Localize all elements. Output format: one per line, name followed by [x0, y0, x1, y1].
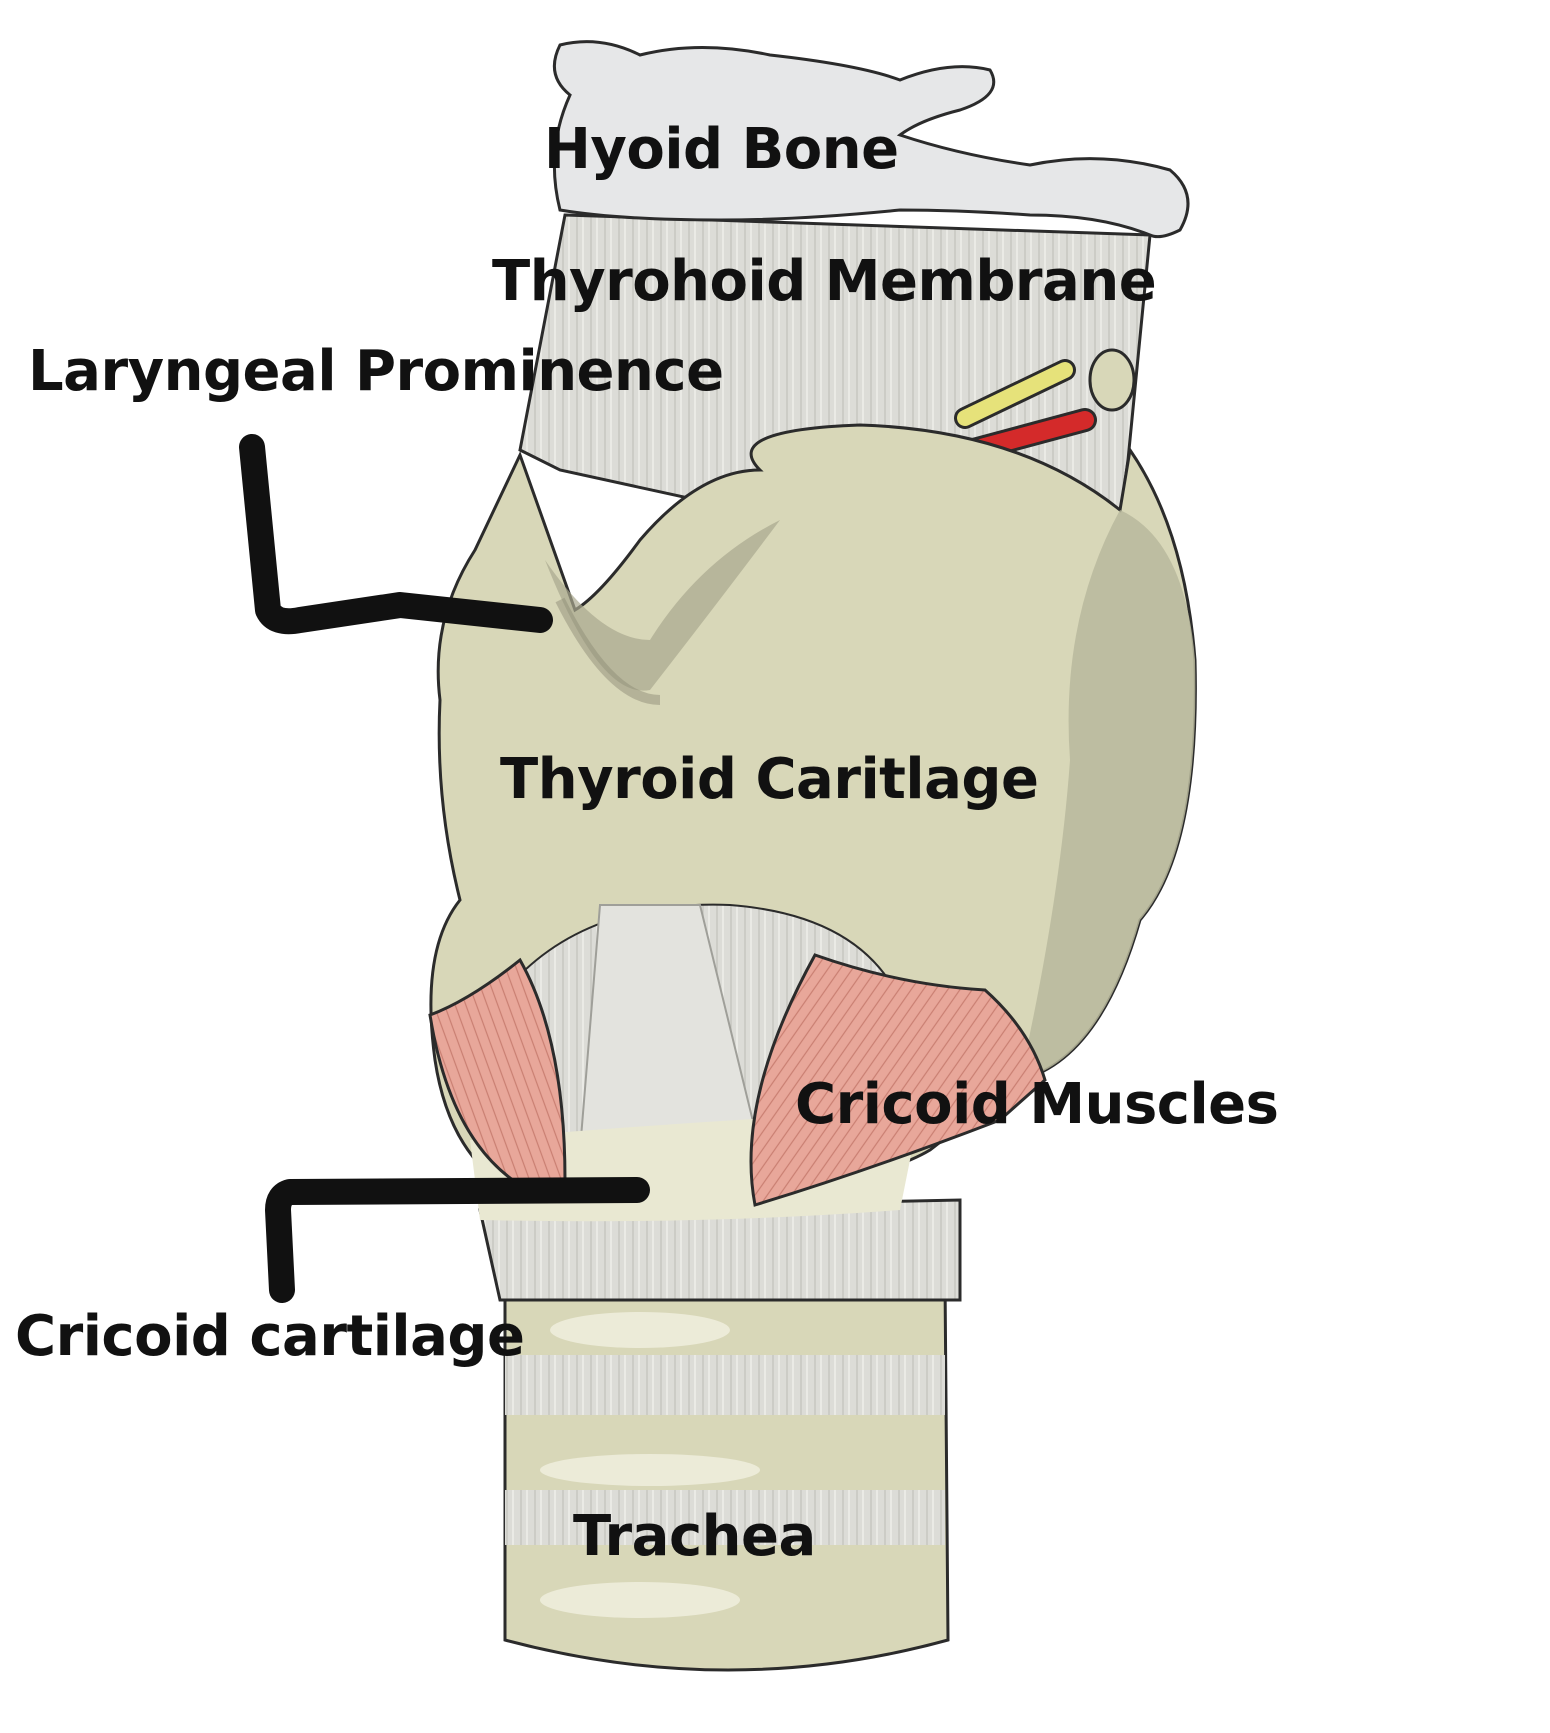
label-trachea: Trachea [573, 1504, 816, 1569]
hyoid-bone-shape [552, 40, 1190, 239]
cricoid-cartilage-pointer [265, 1177, 650, 1303]
label-thyroid-cartilage: Thyroid Caritlage [500, 747, 1039, 812]
trachea-ring-band-2 [505, 1490, 945, 1545]
label-cricoid-cartilage: Cricoid cartilage [15, 1304, 525, 1369]
label-laryngeal-prominence: Laryngeal Prominence [28, 339, 724, 404]
right-cricoid-muscle-shape [749, 953, 1047, 1207]
label-thyrohyoid-membrane: Thyrohoid Membrane [492, 249, 1157, 314]
trachea-ring-band-1 [505, 1355, 945, 1415]
thyroid-notch-shade [545, 520, 780, 691]
label-hyoid-bone: Hyoid Bone [544, 117, 899, 182]
left-cricoid-muscle-shape [428, 957, 567, 1187]
laryngeal-prominence-pointer [239, 434, 553, 635]
label-cricoid-muscles: Cricoid Muscles [795, 1072, 1279, 1137]
thyroid-cartilage-side-shade [1020, 510, 1196, 1080]
superior-horn-nodule [1088, 348, 1136, 412]
